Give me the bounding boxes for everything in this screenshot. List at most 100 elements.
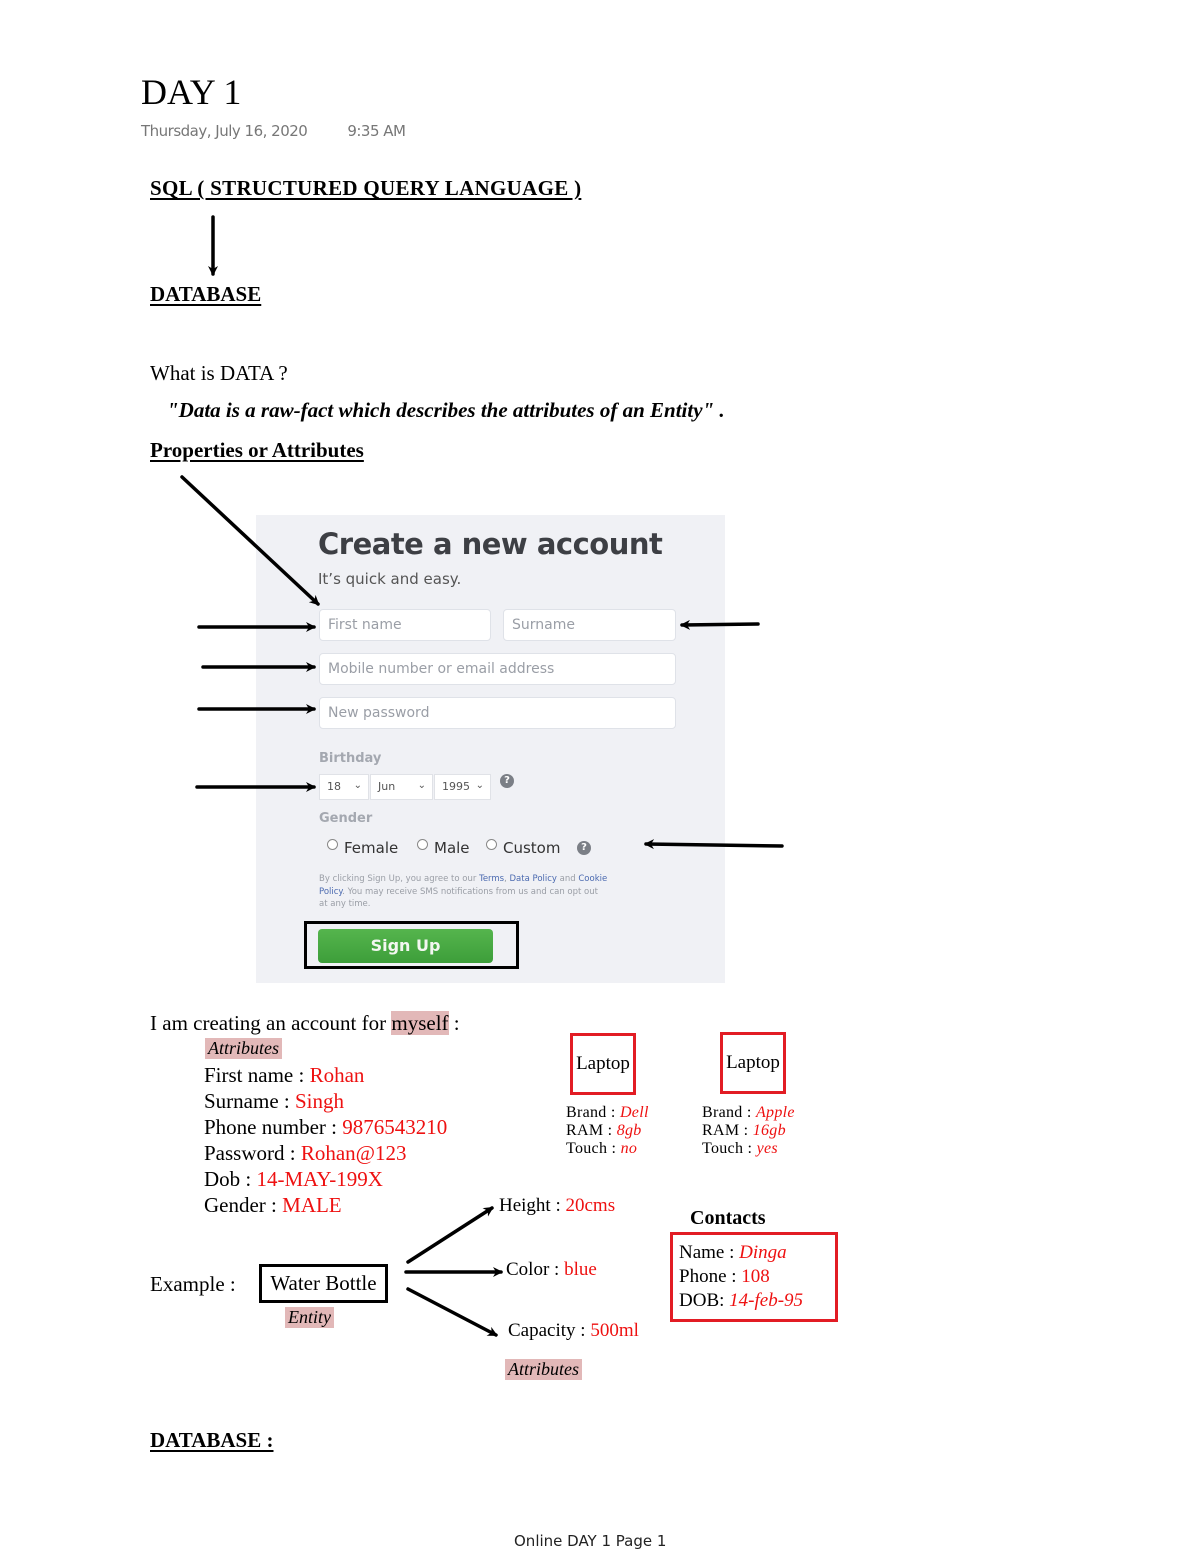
signup-highlight-box: [304, 921, 519, 969]
arrow-to-capacity-icon: [406, 1287, 498, 1337]
birthday-year-value: 1995: [442, 780, 470, 793]
attribute-label: Surname :: [204, 1089, 295, 1113]
database-colon-heading: DATABASE :: [150, 1428, 274, 1452]
attribute-label: First name :: [204, 1063, 310, 1087]
attribute-label: Password :: [204, 1141, 301, 1165]
properties-heading: Properties or Attributes: [150, 438, 364, 462]
attribute-value: Singh: [294, 1089, 344, 1113]
database-heading: DATABASE: [150, 282, 262, 306]
radio-button-icon[interactable]: [327, 838, 338, 850]
terms-link[interactable]: Terms: [479, 874, 505, 884]
attribute-row: Password : Rohan@123: [204, 1141, 407, 1166]
attributes-tag: Attributes: [505, 1359, 582, 1380]
laptop-entity-box: Laptop: [570, 1033, 636, 1095]
gender-radio-male[interactable]: Male: [417, 838, 470, 857]
birthday-month-value: Jun: [378, 780, 396, 793]
birthday-month-select[interactable]: Jun ⌄: [370, 774, 433, 800]
terms-text-part: and: [556, 874, 579, 884]
attribute-label: Dob :: [204, 1167, 257, 1191]
attr-value: Apple: [755, 1104, 795, 1121]
attribute-capacity: Capacity : 500ml: [508, 1320, 639, 1342]
birthday-day-select[interactable]: 18 ⌄: [319, 774, 369, 800]
surname-input[interactable]: Surname: [503, 609, 676, 641]
help-icon[interactable]: ?: [500, 774, 514, 788]
laptop-attributes: Brand : Apple RAM : 16gb Touch : yes: [702, 1104, 795, 1158]
example-label: Example :: [150, 1272, 236, 1296]
attribute-value: 14-MAY-199X: [256, 1167, 383, 1191]
signup-form-subtitle: It’s quick and easy.: [318, 570, 462, 588]
birthday-day-value: 18: [327, 780, 341, 793]
attr-label: Touch :: [702, 1140, 757, 1157]
gender-option-label: Female: [344, 839, 399, 857]
chevron-down-icon: ⌄: [417, 780, 426, 791]
terms-text: By clicking Sign Up, you agree to our Te…: [319, 873, 609, 911]
intro-text: I am creating an account for: [150, 1011, 392, 1035]
cookie-policy-link[interactable]: Cookie Policy: [319, 874, 608, 897]
attribute-label: Phone number :: [204, 1115, 343, 1139]
terms-text-part: . You may receive SMS notifications from…: [319, 886, 598, 910]
birthday-year-select[interactable]: 1995 ⌄: [434, 774, 491, 800]
attribute-value: 9876543210: [342, 1115, 448, 1139]
contact-value: 14-feb-95: [729, 1290, 804, 1311]
attr-value: 16gb: [752, 1122, 786, 1139]
attribute-row: Gender : MALE: [204, 1193, 342, 1218]
myself-intro: I am creating an account for myself :: [150, 1011, 460, 1036]
entity-tag: Entity: [285, 1307, 334, 1328]
new-password-input[interactable]: New password: [319, 697, 676, 729]
attr-value: 8gb: [616, 1122, 642, 1139]
attr-label: Touch :: [566, 1140, 621, 1157]
page-footer: Online DAY 1 Page 1: [514, 1532, 667, 1550]
attribute-label: Color :: [506, 1259, 565, 1280]
contact-label: Phone :: [679, 1266, 742, 1287]
mobile-email-input[interactable]: Mobile number or email address: [319, 653, 676, 685]
sql-heading: SQL ( STRUCTURED QUERY LANGUAGE ): [150, 176, 582, 200]
attribute-value: blue: [564, 1259, 597, 1280]
contact-label: DOB:: [679, 1290, 730, 1311]
attribute-value: Rohan: [309, 1063, 365, 1087]
attributes-tag: Attributes: [205, 1038, 282, 1059]
diagonal-arrow-icon: [180, 475, 320, 606]
contacts-box: Name : Dinga Phone : 108 DOB: 14-feb-95: [670, 1232, 838, 1322]
radio-button-icon[interactable]: [486, 838, 497, 850]
attribute-row: First name : Rohan: [204, 1063, 364, 1088]
data-policy-link[interactable]: Data Policy: [509, 874, 557, 884]
attr-label: Brand :: [702, 1104, 756, 1121]
terms-text-part: By clicking Sign Up, you agree to our: [319, 874, 480, 884]
attribute-value: 500ml: [590, 1320, 639, 1341]
attribute-value: 20cms: [565, 1195, 616, 1216]
attribute-row: Surname : Singh: [204, 1089, 344, 1114]
gender-option-label: Male: [434, 839, 470, 857]
attribute-value: Rohan@123: [300, 1141, 407, 1165]
chevron-down-icon: ⌄: [475, 780, 484, 791]
laptop-entity-box: Laptop: [720, 1032, 786, 1094]
laptop-attributes: Brand : Dell RAM : 8gb Touch : no: [566, 1104, 649, 1158]
gender-radio-female[interactable]: Female: [327, 838, 399, 857]
radio-button-icon[interactable]: [417, 838, 428, 850]
attr-value: yes: [756, 1140, 778, 1157]
contacts-heading: Contacts: [690, 1207, 766, 1229]
help-icon[interactable]: ?: [577, 841, 591, 855]
page-date: Thursday, July 16, 2020: [141, 122, 308, 140]
gender-radio-custom[interactable]: Custom: [486, 838, 561, 857]
left-arrow-icon: [680, 619, 760, 630]
attribute-row: Phone number : 9876543210: [204, 1115, 447, 1140]
data-question: What is DATA ?: [150, 361, 288, 385]
attribute-value: MALE: [282, 1193, 342, 1217]
attr-value: no: [620, 1140, 638, 1157]
contact-label: Name :: [679, 1242, 740, 1263]
signup-form-title: Create a new account: [318, 527, 663, 561]
arrow-to-height-icon: [406, 1206, 494, 1264]
attr-label: RAM :: [566, 1122, 617, 1139]
signup-button[interactable]: Sign Up: [318, 929, 493, 963]
attribute-label: Height :: [499, 1195, 566, 1216]
myself-highlight: myself: [391, 1011, 449, 1035]
attribute-label: Capacity :: [508, 1320, 591, 1341]
page-title: DAY 1: [141, 72, 242, 112]
gender-option-label: Custom: [503, 839, 561, 857]
attribute-row: Dob : 14-MAY-199X: [204, 1167, 383, 1192]
signup-form-panel: [256, 515, 725, 983]
first-name-input[interactable]: First name: [319, 609, 491, 641]
chevron-down-icon: ⌄: [353, 780, 362, 791]
